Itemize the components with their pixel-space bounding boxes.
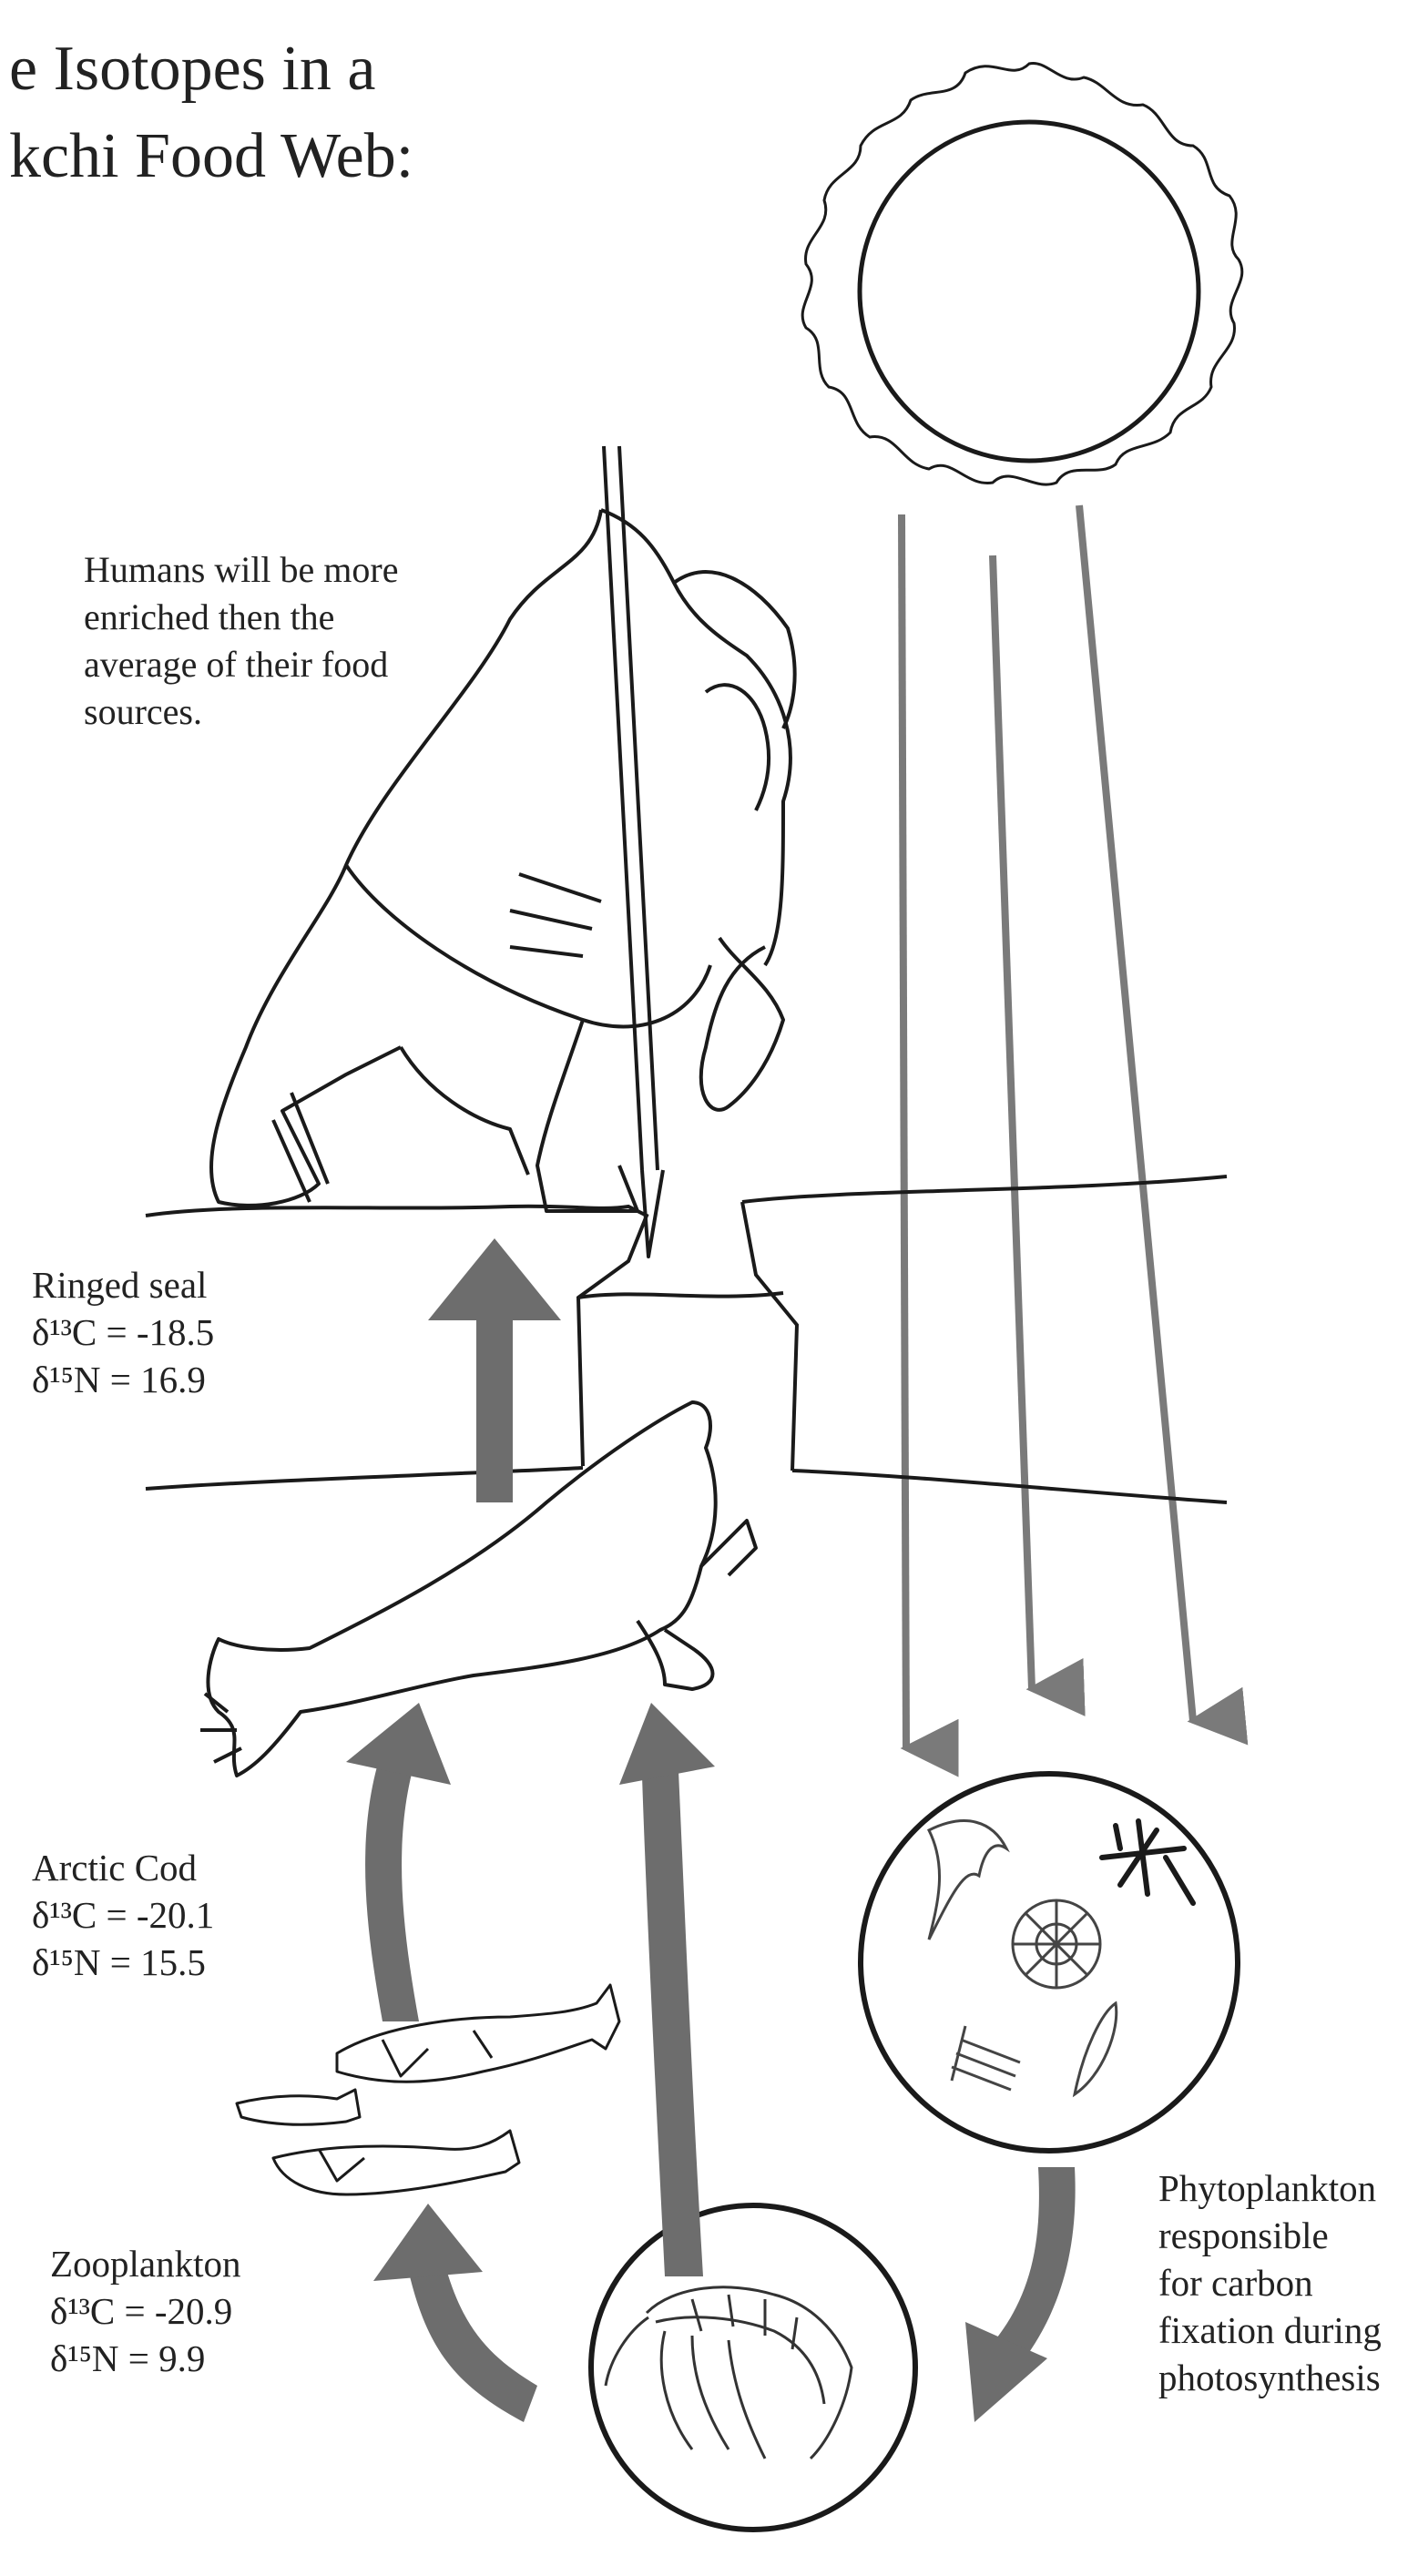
title-line-2: kchi Food Web: [9,120,413,193]
zooplankton-name: Zooplankton [50,2240,241,2287]
phytoplankton-note-line-4: fixation during [1158,2306,1382,2354]
arrow-seal-to-human [428,1238,561,1502]
arrow-cod-to-seal-left [346,1703,451,2021]
phytoplankton-note: Phytoplankton responsible for carbon fix… [1158,2164,1382,2401]
arrow-zooplankton-to-seal-right [619,1703,715,2276]
phytoplankton-note-line-3: for carbon [1158,2259,1382,2306]
arctic-cod-figure [237,1985,619,2194]
arctic-cod-d13c: δ¹³C = -20.1 [32,1891,214,1939]
title-line-1: e Isotopes in a [9,33,375,106]
arrow-phytoplankton-to-zooplankton [965,2167,1076,2422]
phytoplankton-note-line-2: responsible [1158,2212,1382,2259]
human-enrichment-note: Humans will be more enriched then the av… [84,546,439,736]
sun-ray-arrow-2 [993,555,1032,1689]
sun-icon [802,63,1242,484]
cod-fish-3 [273,2131,519,2194]
arctic-cod-label: Arctic Cod δ¹³C = -20.1 δ¹⁵N = 15.5 [32,1844,214,1986]
ringed-seal-name: Ringed seal [32,1261,214,1308]
zooplankton-figure [591,2205,915,2530]
arrow-zooplankton-to-cod [373,2204,537,2422]
arctic-cod-name: Arctic Cod [32,1844,214,1891]
phytoplankton-note-line-5: photosynthesis [1158,2354,1382,2401]
sun-flames [802,63,1242,484]
cod-fish-2 [237,2090,360,2124]
phytoplankton-note-line-1: Phytoplankton [1158,2164,1382,2212]
ringed-seal-d13c: δ¹³C = -18.5 [32,1308,214,1356]
sun-ray-arrow-1 [902,514,906,1748]
ringed-seal-label: Ringed seal δ¹³C = -18.5 δ¹⁵N = 16.9 [32,1261,214,1403]
zooplankton-label: Zooplankton δ¹³C = -20.9 δ¹⁵N = 9.9 [50,2240,241,2382]
ringed-seal-d15n: δ¹⁵N = 16.9 [32,1356,214,1403]
arctic-cod-d15n: δ¹⁵N = 15.5 [32,1939,214,1986]
phytoplankton-cluster [861,1774,1238,2151]
sun-ray-arrow-3 [1079,505,1193,1721]
ice-shelf [146,1176,1227,1502]
zooplankton-d15n: δ¹⁵N = 9.9 [50,2335,241,2382]
sun-ray-arrows [902,505,1193,1748]
zooplankton-d13c: δ¹³C = -20.9 [50,2287,241,2335]
